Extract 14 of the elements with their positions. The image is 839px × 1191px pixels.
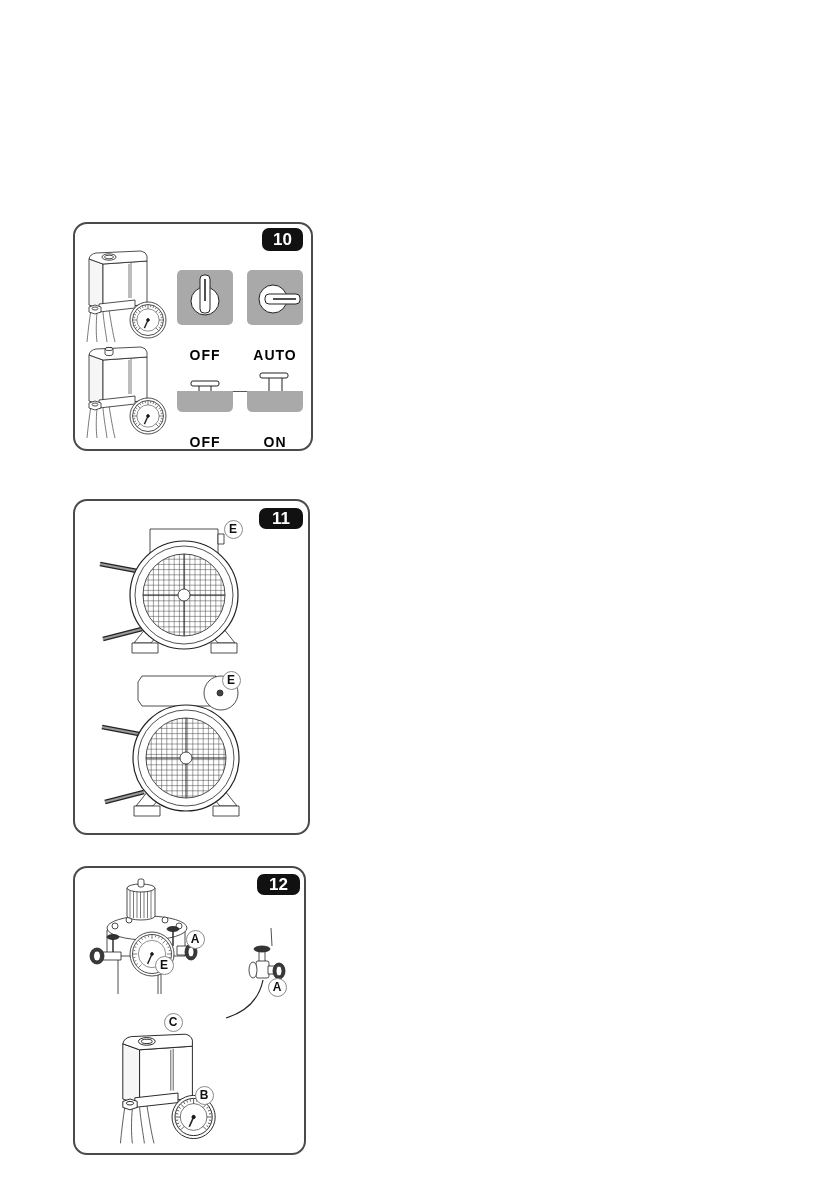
callout-letter: A — [267, 977, 287, 997]
step-number: 10 — [262, 228, 303, 251]
callout-letter: B — [194, 1085, 214, 1105]
callout-letter: E — [223, 519, 243, 539]
step-panel — [73, 866, 306, 1155]
step-panel — [73, 222, 313, 451]
switch-label: ON — [263, 435, 287, 451]
step-number: 11 — [259, 508, 303, 529]
switch-label: AUTO — [253, 348, 297, 364]
switch-label: OFF — [189, 348, 221, 364]
step-number: 12 — [257, 874, 300, 895]
callout-letter: C — [163, 1012, 183, 1032]
switch-label: OFF — [189, 435, 221, 451]
step-panel — [73, 499, 310, 835]
